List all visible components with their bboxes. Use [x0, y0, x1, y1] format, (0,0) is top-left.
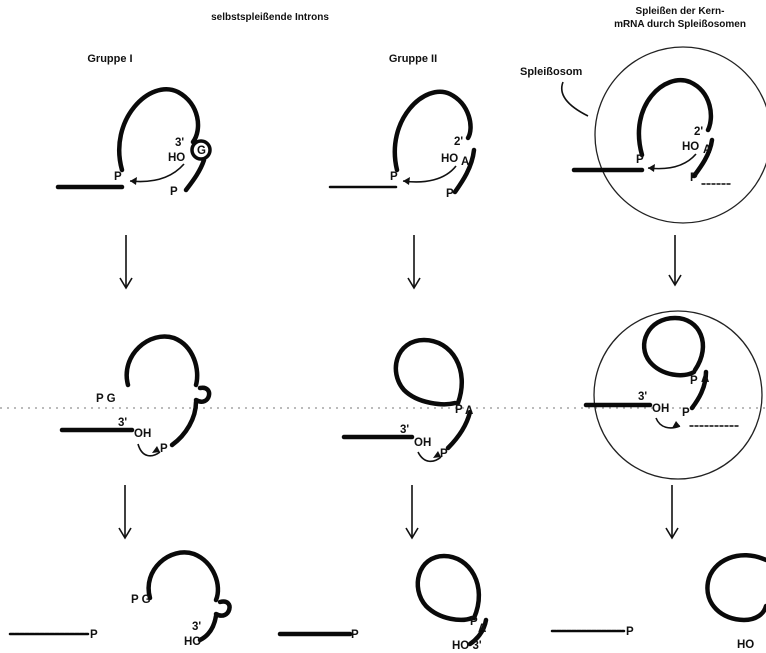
p-label-3prime: P — [170, 186, 178, 198]
p-label: P — [455, 404, 463, 416]
a-label: A — [701, 373, 709, 385]
two-prime-label: 2' — [454, 136, 463, 148]
p-label-3prime: P — [682, 407, 690, 419]
nucleophilic-attack-arrow — [403, 166, 456, 182]
spliceosome-step2: 3' OH P A P — [586, 311, 762, 479]
spliceosome-label: Spleißosom — [520, 66, 583, 78]
step-arrows-row1 — [120, 235, 681, 288]
group2-step1: 2' HO A P P — [330, 92, 474, 200]
g-label: G — [197, 145, 206, 157]
intron-3prime-tail — [448, 412, 470, 448]
pg-label: P G — [131, 594, 151, 606]
intron-arc — [639, 80, 711, 155]
ho-label: HO — [168, 152, 185, 164]
a-label: A — [703, 144, 711, 156]
attack-arrowhead — [403, 177, 410, 185]
lariat-loop — [644, 318, 703, 375]
a-label: A — [465, 405, 473, 417]
attack-arrowhead — [130, 177, 137, 185]
group2-step3: P P A HO 3' — [280, 556, 486, 652]
header-spliceosome-line2: mRNA durch Spleißosomen — [614, 19, 746, 30]
intron-loop-knob — [216, 602, 230, 616]
group1-step2: P G 3' OH P — [62, 336, 209, 455]
three-prime-label: 3' — [400, 424, 409, 436]
p-label-5prime: P — [114, 171, 122, 183]
a-label: A — [478, 623, 486, 635]
nucleophilic-attack-arrow — [130, 164, 184, 182]
oh-label: OH — [652, 403, 669, 415]
intron-arc — [395, 92, 471, 170]
three-prime-label: 3' — [175, 137, 184, 149]
p-label-3prime: P — [690, 172, 698, 184]
group1-step1: G 3' HO P P — [58, 89, 210, 198]
p-label-lariat: P — [470, 616, 478, 628]
p-label-3prime: P — [440, 448, 448, 460]
three-prime-label: 3' — [118, 417, 127, 429]
a-label: A — [461, 156, 469, 168]
intron-3prime-tail — [200, 616, 216, 640]
p-label: P — [690, 375, 698, 387]
header-self-splicing-introns: selbstspleißende Introns — [211, 12, 329, 23]
intron-arc — [119, 89, 198, 170]
header-spliceosome-line1: Spleißen der Kern- — [636, 6, 725, 17]
column-title-group2: Gruppe II — [389, 53, 437, 65]
ho-label: HO — [441, 153, 458, 165]
two-prime-label: 2' — [694, 126, 703, 138]
ho-label: HO — [184, 636, 201, 648]
excised-intron-arc — [149, 552, 218, 600]
ho-label: HO — [682, 141, 699, 153]
three-prime-label: 3' — [192, 621, 201, 633]
p-label: P — [626, 626, 634, 638]
oh-label: OH — [414, 437, 431, 449]
pg-label: P G — [96, 393, 116, 405]
lariat-loop — [396, 340, 462, 404]
attack-arrowhead — [648, 164, 655, 172]
intron-3prime-tail — [186, 160, 204, 190]
ho-label: HO — [737, 639, 754, 651]
excised-lariat — [418, 556, 479, 620]
p-label-5prime: P — [390, 171, 398, 183]
spliceosome-circle — [594, 311, 762, 479]
ligation-arrowhead — [152, 446, 160, 453]
three-prime-label: 3' — [638, 391, 647, 403]
group1-step3: P P G 3' HO — [10, 552, 230, 648]
p-label: P — [351, 629, 359, 641]
step-arrows-row2 — [119, 485, 678, 538]
spliceosome-circle — [595, 47, 766, 223]
intron-loop-knob — [196, 388, 209, 402]
spliceosome-pointer-line — [562, 82, 588, 116]
p-label-5prime: P — [636, 154, 644, 166]
intron-arc — [127, 336, 197, 385]
p-label-3prime: P — [446, 188, 454, 200]
column-title-group1: Gruppe I — [87, 53, 132, 65]
spliceosome-step1: 2' HO A P P — [574, 47, 766, 223]
nucleophilic-attack-arrow — [648, 154, 696, 169]
p-label: P — [160, 443, 168, 455]
excised-lariat-partial — [707, 555, 766, 620]
ho-3prime-label: HO 3' — [452, 640, 482, 652]
group2-step2: 3' OH P A P — [344, 340, 473, 461]
p-label: P — [90, 629, 98, 641]
oh-label: OH — [134, 428, 151, 440]
spliceosome-step3: P HO — [552, 555, 766, 651]
